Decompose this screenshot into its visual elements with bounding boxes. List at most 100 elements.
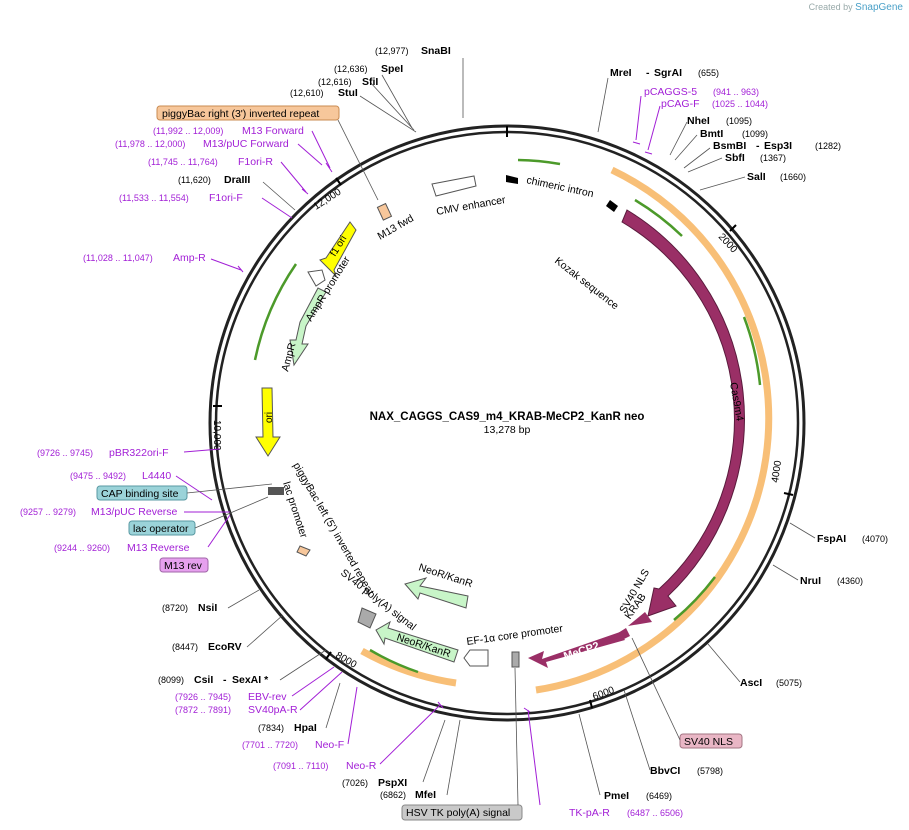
mfei-name: MfeI [415,789,436,801]
draiii-name: DraIII [224,174,250,186]
sv40-nls-box-label: SV40 NLS [684,736,733,748]
orf-direction-arrow [742,316,762,386]
neo-f-name: Neo-F [315,739,344,751]
bmti-pos: (1099) [742,129,768,139]
chimeric-intron-label: chimeric intron [525,174,594,200]
m13-puc-forward-pos: (11,978 .. 12,000) [115,139,185,149]
csii-name: CsiI [194,674,213,686]
m13-puc-reverse-pos: (9257 .. 9279) [20,507,76,517]
enzyme-labels: (12,977) SnaBI (12,636) SpeI (12,616) Sf… [158,45,888,802]
pspxi-pos: (7026) [342,778,368,788]
pmei-pos: (6469) [646,791,672,801]
tick-label-4000: 4000 [770,459,784,483]
boxed-leaders [186,119,681,806]
pspxi-name: PspXI [378,777,407,789]
piggybac-right-box-label: piggyBac right (3') inverted repeat [162,108,319,120]
primer-labels: (11,992 .. 12,009) M13 Forward (11,978 .… [20,86,768,819]
bbvci-pos: (5798) [697,766,723,776]
f1ori-r-pos: (11,745 .. 11,764) [148,157,218,167]
neor-kanr-lower-label: NeoR/KanR [395,631,452,660]
asci-pos: (5075) [776,678,802,688]
snapgene-credit: Created by SnapGene [808,2,903,13]
hpai-name: HpaI [294,722,317,734]
sbfi-pos: (1367) [760,153,786,163]
sfii-name: SfiI [362,76,378,88]
f1-ori-feature [319,221,357,277]
sali-pos: (1660) [780,172,806,182]
sgrai-name: SgrAI [654,67,682,79]
mrei-pos: (655) [698,68,719,78]
neor-kanr-upper-feature [404,577,469,609]
nhei-name: NheI [687,115,710,127]
bmti-name: BmtI [700,128,723,140]
ef1a-label: EF-1α core promoter [466,623,564,648]
m13-reverse-name: M13 Reverse [127,542,190,554]
primer-leaders [175,95,661,806]
tick-label-12000: 12,000 [312,186,344,212]
ecorv-pos: (8447) [172,642,198,652]
kozak-feature [606,200,618,212]
l4440-pos: (9475 .. 9492) [70,471,126,481]
hpai-pos: (7834) [258,723,284,733]
lac-promoter-feature [268,487,284,495]
mecp2-feature [528,632,625,668]
nhei-pos: (1095) [726,116,752,126]
pcag-f-pos: (1025 .. 1044) [712,99,768,109]
m13-forward-pos: (11,992 .. 12,009) [153,126,223,136]
sv40pa-r-pos: (7872 .. 7891) [175,705,231,715]
ampr-feature [289,287,327,367]
spei-pos: (12,636) [334,64,368,74]
piggybac-left-feature [296,545,311,557]
snapgene-logo: SnapGene [855,2,903,13]
enzyme-leaders [227,58,816,796]
hsv-tk-box-label: HSV TK poly(A) signal [406,807,510,819]
m13-puc-forward-name: M13/pUC Forward [203,138,289,150]
orf-direction-arrow [517,158,561,166]
fspai-name: FspAI [817,533,846,545]
m13-forward-name: M13 Forward [242,125,304,137]
f1ori-f-name: F1ori-F [209,192,243,204]
mrei-name: MreI [610,67,632,79]
cas9-orf-arc [535,166,773,694]
draiii-pos: (11,620) [178,175,211,185]
ebv-rev-name: EBV-rev [248,691,287,703]
nrui-name: NruI [800,575,821,587]
sv40-polya-label: SV40 poly(A) signal [338,567,418,633]
stui-pos: (12,610) [290,88,324,98]
bsmbi-name: BsmBI [713,140,746,152]
neo-orf-arc [360,647,457,687]
sfii-pos: (12,616) [318,77,352,87]
csii-pos: (8099) [158,675,184,685]
m13-reverse-pos: (9244 .. 9260) [54,543,110,553]
sv40-polya-feature [357,607,377,629]
krab-feature [628,612,652,626]
ori-label: ori [264,412,275,423]
lac-operator-box-label: lac operator [133,523,189,535]
tick-label-10000: 10,000 [211,420,222,451]
cmv-enhancer-feature [431,175,477,197]
mfei-pos: (6862) [380,790,406,800]
neo-f-pos: (7701 .. 7720) [242,740,298,750]
spei-name: SpeI [381,63,403,75]
neor-kanr-upper-label: NeoR/KanR [417,561,474,590]
orf-direction-arrow [253,263,298,361]
mecp2-label: MeCP2 [562,640,601,663]
boxed-labels: piggyBac right (3') inverted repeat CAP … [96,105,743,821]
asci-name: AscI [740,677,762,689]
m13-rev-box-label: M13 rev [164,560,203,572]
fspai-pos: (4070) [862,534,888,544]
ef1a-marker [511,651,520,668]
tk-pa-r-name: TK-pA-R [569,807,610,819]
orf-direction-arrow [634,198,683,237]
csii-sep: - [223,674,227,686]
bsmbi-sep: - [756,140,760,152]
neor-kanr-lower-feature [375,620,459,663]
sexai-name: SexAI * [232,674,269,686]
sv40pa-r-name: SV40pA-R [248,704,298,716]
plasmid-length: 13,278 bp [484,424,531,436]
backbone-inner [214,130,800,716]
pcag-f-name: pCAG-F [661,98,700,110]
f1ori-r-name: F1ori-R [238,156,273,168]
pbr322ori-f-name: pBR322ori-F [109,447,169,459]
